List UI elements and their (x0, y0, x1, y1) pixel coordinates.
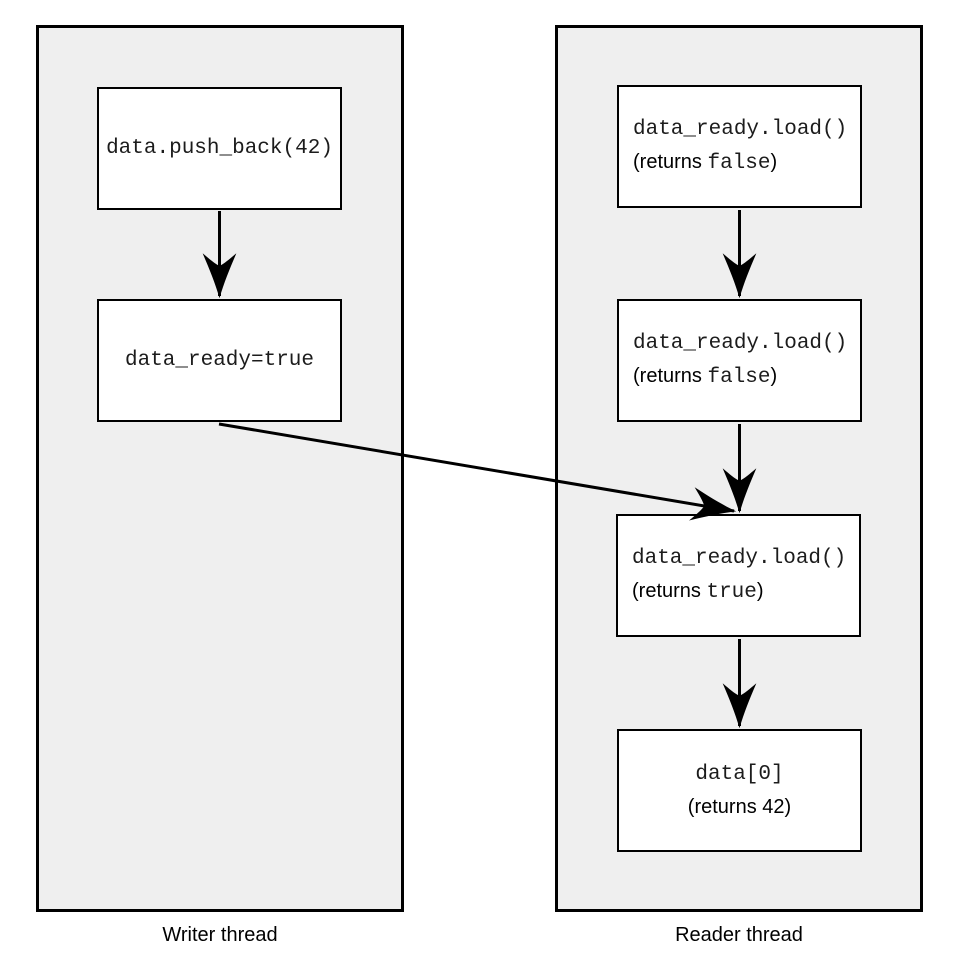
returns-text: (returns false) (633, 364, 778, 389)
code-text: data_ready=true (124, 348, 315, 372)
reader-box-load-true: data_ready.load() (returns true) (616, 514, 861, 637)
reader-box-load-false-1: data_ready.load() (returns false) (617, 85, 862, 208)
returns-text: (returns false) (633, 150, 778, 175)
code-text: data.push_back(42) (106, 136, 333, 160)
code-text: data_ready.load() (633, 331, 848, 355)
code-text: data[0] (695, 762, 784, 786)
reader-box-load-false-2: data_ready.load() (returns false) (617, 299, 862, 422)
reader-box-data-0: data[0] (returns 42) (617, 729, 862, 852)
code-text: data_ready.load() (632, 546, 847, 570)
code-text: data_ready.load() (633, 117, 848, 141)
returns-value: true (706, 580, 757, 604)
reader-thread-label: Reader thread (675, 924, 803, 946)
returns-text: (returns true) (632, 579, 764, 604)
returns-value: 42 (762, 795, 785, 818)
writer-box-push-back: data.push_back(42) (97, 87, 342, 210)
returns-value: false (707, 365, 771, 389)
writer-box-data-ready-true: data_ready=true (97, 299, 342, 422)
returns-text: (returns 42) (687, 795, 792, 818)
returns-value: false (707, 151, 771, 175)
writer-thread-label: Writer thread (162, 924, 278, 946)
